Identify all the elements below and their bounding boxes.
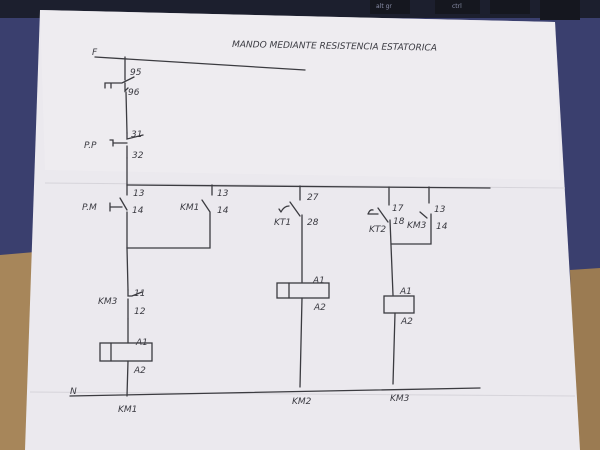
phase-rail xyxy=(94,56,306,71)
km2-coil-a1: A1 xyxy=(312,276,325,286)
terminal-14: 14 xyxy=(132,206,144,216)
terminal-17: 17 xyxy=(392,204,404,214)
km3-hold-contact xyxy=(390,186,432,245)
key-altgr-label: alt gr xyxy=(376,3,392,10)
km1-coil-a2: A2 xyxy=(133,366,146,376)
km2-coil xyxy=(276,282,330,299)
stop-button-label: P.P xyxy=(84,141,97,151)
terminal-95: 95 xyxy=(130,68,142,78)
keyboard-keys: alt gr ctrl xyxy=(370,0,580,20)
start-button-label: P.M xyxy=(82,203,97,213)
terminal-13c: 13 xyxy=(434,205,446,215)
km3-label: KM3 xyxy=(390,394,410,404)
diagram-title: MANDO MEDIANTE RESISTENCIA ESTATORICA xyxy=(232,40,437,54)
timer1-label: KT1 xyxy=(274,218,291,228)
wood-table-right xyxy=(570,268,600,450)
phase-label: F xyxy=(92,48,98,58)
timer2-contact xyxy=(367,207,389,223)
timer1-contact xyxy=(278,201,301,217)
start-button-contact xyxy=(109,184,128,249)
km2-coil-a2: A2 xyxy=(313,303,326,313)
neutral-label: N xyxy=(70,387,77,397)
terminal-96: 96 xyxy=(128,88,140,98)
terminal-18: 18 xyxy=(393,217,405,227)
km3-hold-label: KM3 xyxy=(407,221,427,231)
wood-table-left xyxy=(0,252,35,450)
key-ctrl-label: ctrl xyxy=(452,3,462,10)
terminal-27: 27 xyxy=(307,193,319,203)
km2-label: KM2 xyxy=(292,397,312,407)
km3-coil-a2: A2 xyxy=(400,317,413,327)
terminal-12: 12 xyxy=(134,307,146,317)
control-circuit: F N 95 96 31 P.P 32 13 P.M 14 KM1 13 14 … xyxy=(69,48,491,415)
km1-coil xyxy=(99,342,153,362)
thermal-relay-contact xyxy=(104,76,135,93)
terminal-13: 13 xyxy=(133,189,145,199)
timer2-label: KT2 xyxy=(369,225,386,235)
terminal-31: 31 xyxy=(131,130,142,140)
km1-hold-contact xyxy=(126,184,213,249)
km3-nc-label: KM3 xyxy=(98,297,118,307)
km1-hold-label: KM1 xyxy=(180,203,199,213)
terminal-11: 11 xyxy=(134,289,145,299)
terminal-32: 32 xyxy=(132,151,144,161)
km3-nc-contact xyxy=(127,289,143,320)
km3-coil-a1: A1 xyxy=(399,287,412,297)
stop-button-contact xyxy=(109,132,144,159)
terminal-14b: 14 xyxy=(217,206,229,216)
km1-label: KM1 xyxy=(118,405,137,415)
neutral-rail xyxy=(69,387,481,397)
km3-coil xyxy=(383,295,415,314)
terminal-28: 28 xyxy=(307,218,319,228)
terminal-14c: 14 xyxy=(436,222,448,232)
terminal-13b: 13 xyxy=(217,189,229,199)
